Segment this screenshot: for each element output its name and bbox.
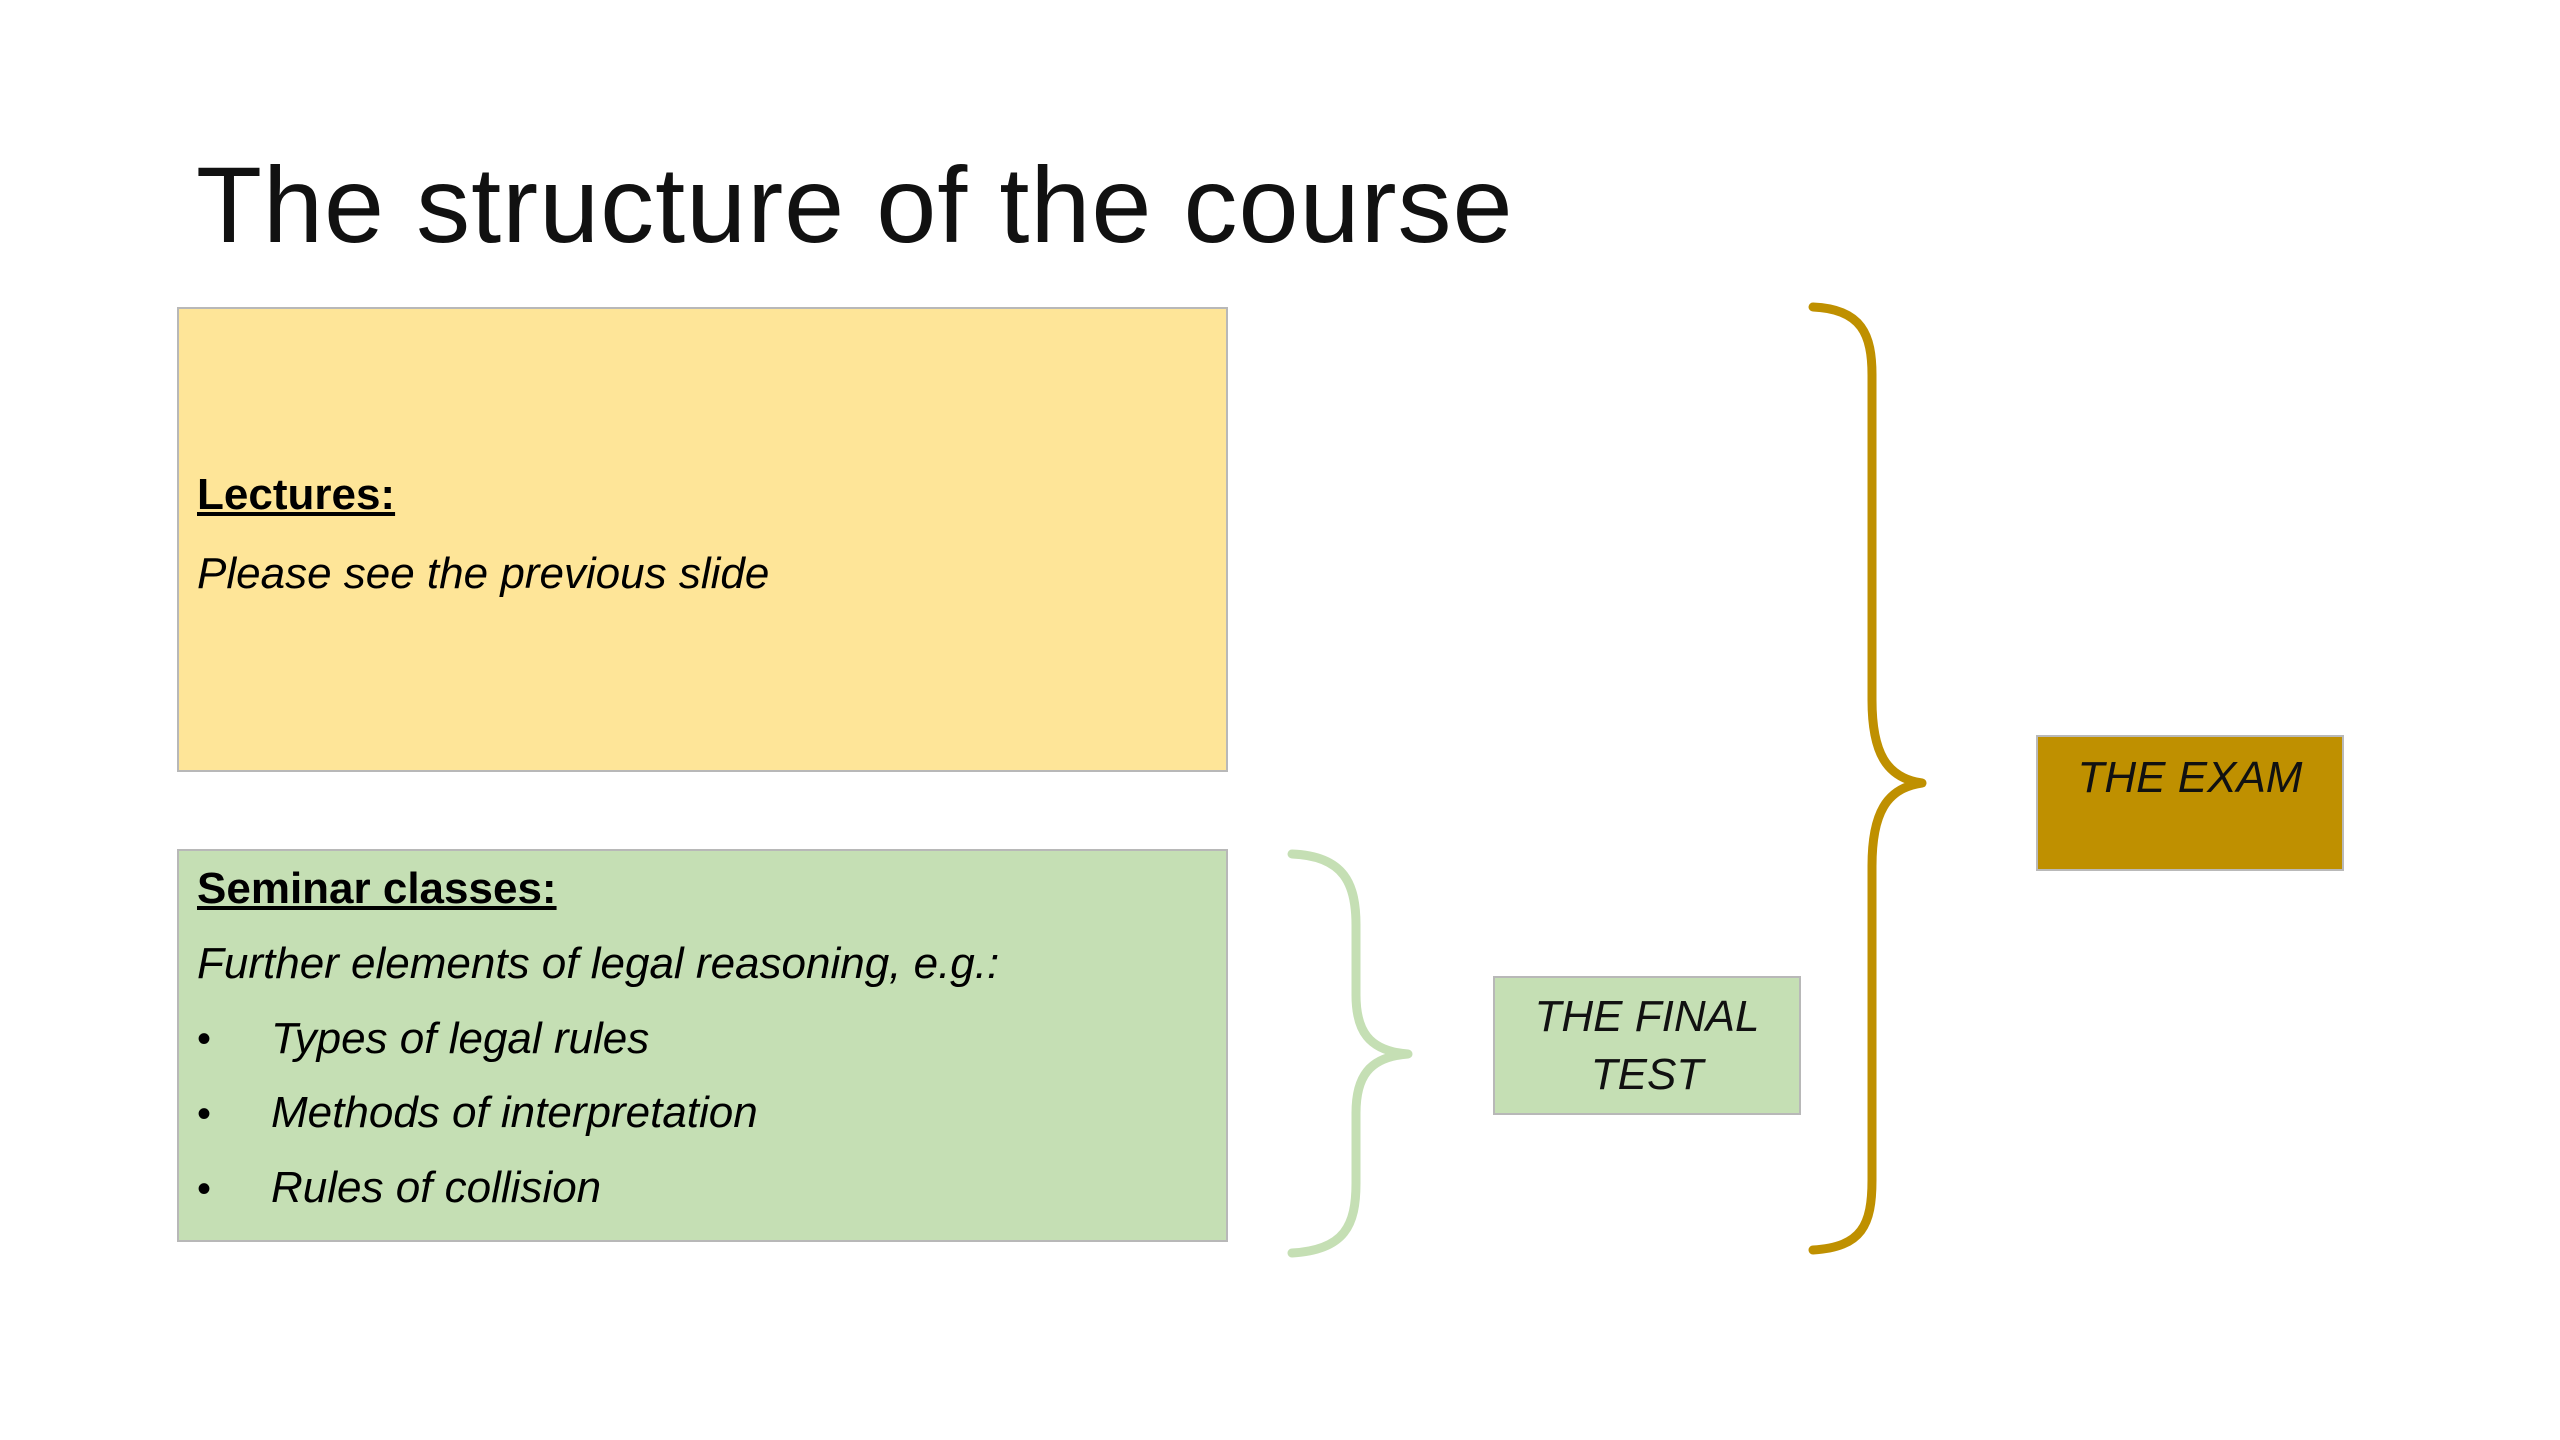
bullet-icon: • xyxy=(197,1166,212,1211)
exam-box: THE EXAM xyxy=(2036,735,2344,871)
list-item: • Types of legal rules xyxy=(197,1013,999,1066)
exam-label: THE EXAM xyxy=(2077,753,2303,802)
lectures-heading: Lectures: xyxy=(197,470,396,519)
seminar-bullet-list: • Types of legal rules • Methods of inte… xyxy=(197,1013,999,1215)
seminar-content: Seminar classes: Further elements of leg… xyxy=(197,863,999,1215)
seminar-heading: Seminar classes: xyxy=(197,864,557,913)
list-item-text: Rules of collision xyxy=(271,1163,602,1213)
final-test-label: THE FINAL TEST xyxy=(1534,992,1760,1099)
final-test-box: THE FINAL TEST xyxy=(1493,976,1801,1115)
list-item: • Methods of interpretation xyxy=(197,1087,999,1140)
lectures-box: Lectures: Please see the previous slide xyxy=(177,307,1228,772)
bullet-icon: • xyxy=(197,1091,212,1136)
slide-title: The structure of the course xyxy=(196,144,1514,265)
bullet-icon: • xyxy=(197,1016,212,1061)
small-brace-icon xyxy=(1287,849,1413,1258)
list-item-text: Methods of interpretation xyxy=(271,1088,758,1138)
list-item: • Rules of collision xyxy=(197,1162,999,1215)
seminar-intro: Further elements of legal reasoning, e.g… xyxy=(197,938,1000,988)
seminar-box: Seminar classes: Further elements of leg… xyxy=(177,849,1228,1242)
lectures-text: Please see the previous slide xyxy=(197,548,770,598)
large-brace-icon xyxy=(1808,302,1927,1255)
list-item-text: Types of legal rules xyxy=(271,1013,650,1063)
lectures-content: Lectures: Please see the previous slide xyxy=(197,469,769,601)
